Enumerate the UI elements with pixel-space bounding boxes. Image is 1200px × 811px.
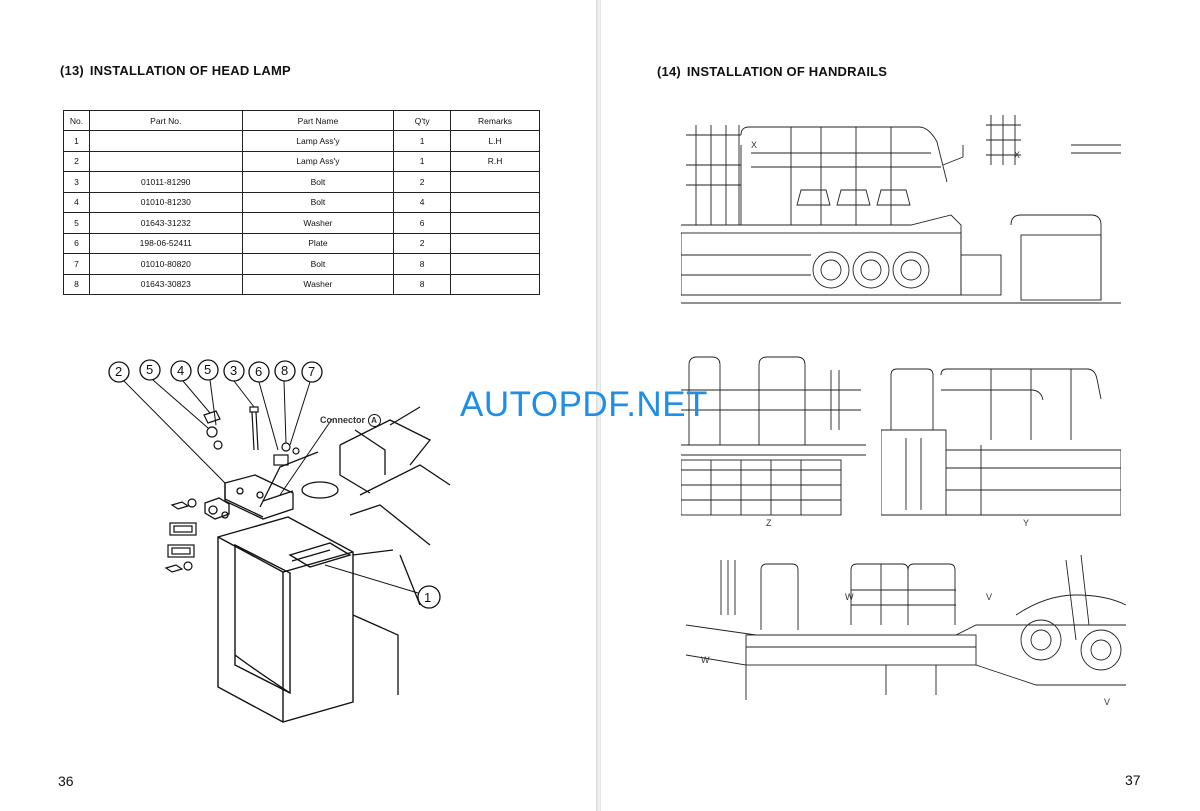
connector-mark: A (367, 414, 381, 427)
handrail-view-z (681, 356, 866, 516)
header-part-no: Part No. (88, 110, 243, 131)
right-page: (14) INSTALLATION OF HANDRAILS X X (601, 0, 1200, 811)
cell-qty: 6 (393, 212, 452, 234)
cell-part-no: 01010-80820 (88, 253, 243, 275)
view-x-label: X (1014, 150, 1021, 160)
cell-part-name: Lamp Ass'y (241, 130, 395, 152)
handrail-side-view (681, 115, 1121, 304)
cell-part-no: 01643-30823 (88, 273, 243, 295)
cell-no: 8 (63, 273, 90, 295)
header-part-name: Part Name (241, 110, 395, 131)
cell-no: 5 (63, 212, 90, 234)
cell-no: 4 (63, 191, 90, 213)
cell-remarks (450, 273, 540, 295)
view-z-label: Z (766, 518, 772, 528)
callout-number: 3 (230, 363, 238, 378)
cell-part-no (88, 150, 243, 172)
cell-remarks: R.H (450, 150, 540, 172)
cell-remarks (450, 253, 540, 275)
header-qty: Q'ty (393, 110, 452, 131)
page-number-right: 37 (1125, 772, 1141, 788)
cell-part-no: 01011-81290 (88, 171, 243, 193)
page-number-left: 36 (58, 773, 74, 789)
view-v-marker: V (986, 592, 993, 602)
cell-qty: 2 (393, 171, 452, 193)
section-14-number: (14) (657, 64, 681, 79)
header-remarks: Remarks (450, 110, 540, 131)
cell-no: 1 (63, 130, 90, 152)
handrail-view-y (881, 368, 1121, 516)
cell-part-name: Bolt (241, 253, 395, 275)
connector-label-text: Connector (320, 415, 365, 425)
cell-part-name: Washer (241, 273, 395, 295)
cell-part-no: 01643-31232 (88, 212, 243, 234)
left-page: (13) INSTALLATION OF HEAD LAMP No. Part N… (0, 0, 598, 811)
cell-remarks: L.H (450, 130, 540, 152)
cell-part-name: Plate (241, 232, 395, 254)
cell-qty: 2 (393, 232, 452, 254)
cell-remarks (450, 171, 540, 193)
head-lamp-drawing (108, 359, 451, 723)
cell-part-no: 01010-81230 (88, 191, 243, 213)
cell-part-name: Bolt (241, 191, 395, 213)
view-v-label: V (1104, 697, 1111, 707)
callout-number: 6 (255, 364, 263, 379)
view-w-label: W (701, 655, 710, 665)
cell-part-name: Lamp Ass'y (241, 150, 395, 172)
parts-table-header: No. Part No. Part Name Q'ty Remarks (63, 110, 540, 131)
view-w-marker: W (845, 592, 854, 602)
section-14-heading: INSTALLATION OF HANDRAILS (686, 64, 888, 79)
callout-number: 2 (115, 364, 123, 379)
cell-remarks (450, 212, 540, 234)
cell-part-no (88, 130, 243, 152)
header-no: No. (63, 110, 90, 131)
cell-part-name: Washer (241, 212, 395, 234)
cell-part-name: Bolt (241, 171, 395, 193)
cell-qty: 4 (393, 191, 452, 213)
cell-remarks (450, 232, 540, 254)
cell-remarks (450, 191, 540, 213)
cell-no: 6 (63, 232, 90, 254)
cell-part-no: 198-06-52411 (88, 232, 243, 254)
view-y-label: Y (1023, 518, 1030, 528)
section-13-heading: INSTALLATION OF HEAD LAMP (89, 63, 291, 78)
section-14-title: (14) INSTALLATION OF HANDRAILS (657, 64, 887, 79)
cell-qty: 8 (393, 253, 452, 275)
cell-qty: 1 (393, 130, 452, 152)
callout-number: 8 (281, 363, 289, 378)
cell-no: 2 (63, 150, 90, 172)
watermark: AUTOPDF.NET (460, 385, 708, 424)
handrail-view-v (686, 555, 1126, 700)
callout-number: 7 (308, 364, 316, 379)
section-13-title: (13) INSTALLATION OF HEAD LAMP (60, 63, 291, 78)
cell-qty: 8 (393, 273, 452, 295)
view-x-marker: X (751, 140, 758, 150)
callout-number: 5 (146, 362, 154, 377)
section-13-number: (13) (60, 63, 84, 78)
cell-no: 7 (63, 253, 90, 275)
cell-no: 3 (63, 171, 90, 193)
callout-number: 5 (204, 362, 212, 377)
callout-1-label: 1 (424, 590, 432, 605)
callout-number: 4 (177, 363, 185, 378)
page-gutter (596, 0, 602, 811)
cell-qty: 1 (393, 150, 452, 172)
connector-label: Connector A (320, 414, 381, 427)
